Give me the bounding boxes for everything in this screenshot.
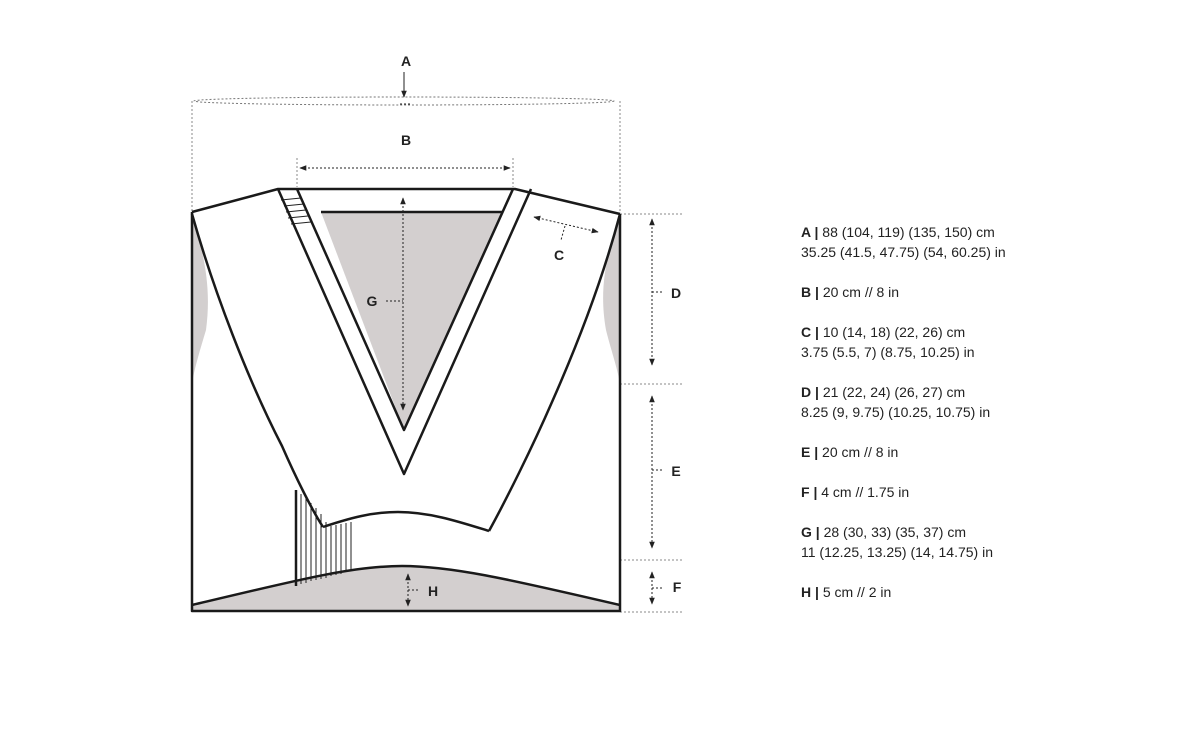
label-c: C (554, 247, 564, 263)
legend-key: E | (801, 444, 819, 460)
measurement-legend: A | 88 (104, 119) (135, 150) cm 35.25 (4… (801, 222, 1181, 622)
legend-entry-c: C | 10 (14, 18) (22, 26) cm 3.75 (5.5, 7… (801, 322, 1181, 362)
legend-entry-a: A | 88 (104, 119) (135, 150) cm 35.25 (4… (801, 222, 1181, 262)
label-g: G (367, 293, 378, 309)
legend-entry-f: F | 4 cm // 1.75 in (801, 482, 1181, 502)
legend-cm: 21 (22, 24) (26, 27) cm (822, 384, 966, 400)
guide-lines (191, 101, 683, 613)
label-a: A (401, 53, 411, 69)
legend-key: H | (801, 584, 819, 600)
legend-in: 8.25 (9, 9.75) (10.25, 10.75) in (801, 404, 991, 420)
legend-cm: 4 cm // 1.75 in (821, 484, 910, 500)
garment-outline (190, 187, 622, 613)
legend-key: C | (801, 324, 819, 340)
legend-in: 35.25 (41.5, 47.75) (54, 60.25) in (801, 244, 1006, 260)
label-d: D (671, 285, 681, 301)
legend-cm: 28 (30, 33) (35, 37) cm (823, 524, 966, 540)
legend-key: A | (801, 224, 819, 240)
legend-in: 11 (12.25, 13.25) (14, 14.75) in (801, 544, 993, 560)
legend-key: F | (801, 484, 818, 500)
label-e: E (671, 463, 680, 479)
legend-entry-g: G | 28 (30, 33) (35, 37) cm 11 (12.25, 1… (801, 522, 1181, 562)
neck-opening (321, 212, 502, 430)
label-f: F (673, 579, 682, 595)
legend-in: 3.75 (5.5, 7) (8.75, 10.25) in (801, 344, 975, 360)
legend-key: G | (801, 524, 820, 540)
legend-cm: 88 (104, 119) (135, 150) cm (822, 224, 995, 240)
label-b: B (401, 132, 411, 148)
legend-entry-d: D | 21 (22, 24) (26, 27) cm 8.25 (9, 9.7… (801, 382, 1181, 422)
dimension-arrows (299, 72, 664, 607)
right-side-panel (603, 214, 620, 384)
legend-entry-b: B | 20 cm // 8 in (801, 282, 1181, 302)
circumference-ellipse (193, 96, 615, 106)
arrow-c-tick (560, 225, 566, 241)
arrow-c (533, 215, 599, 234)
legend-cm: 20 cm // 8 in (822, 284, 900, 300)
label-h: H (428, 583, 438, 599)
left-side-panel (192, 214, 208, 384)
legend-entry-e: E | 20 cm // 8 in (801, 442, 1181, 462)
legend-cm: 5 cm // 2 in (822, 584, 892, 600)
legend-key: B | (801, 284, 819, 300)
legend-entry-h: H | 5 cm // 2 in (801, 582, 1181, 602)
legend-cm: 20 cm // 8 in (822, 444, 899, 460)
rib-pattern-left (295, 490, 352, 586)
legend-key: D | (801, 384, 819, 400)
legend-cm: 10 (14, 18) (22, 26) cm (822, 324, 966, 340)
hem-gusset (192, 566, 620, 611)
